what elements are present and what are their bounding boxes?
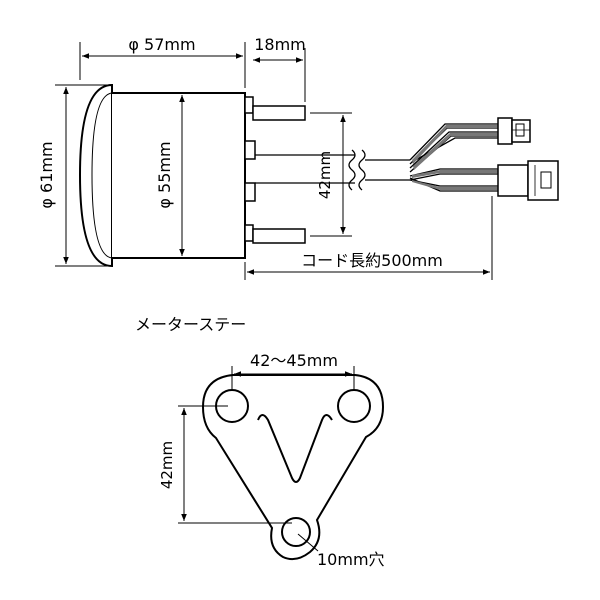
wire-shading [412,125,498,190]
gauge-body [112,92,246,259]
width-label: φ 57mm [128,35,195,54]
bracket-hole-bottom [281,517,311,547]
cord-length-label: コード長約500mm [301,251,443,270]
bracket-outline [201,374,385,561]
bracket-height-label: 42mm [158,441,176,489]
rear-terminal-1 [244,96,254,114]
mounting-stud-bottom [252,228,306,244]
connector-lower [497,160,559,201]
gauge-bezel-inner [91,92,113,259]
dim-stud-spacing: 42mm [310,112,352,237]
hole-callout: 10mm穴 [297,533,385,569]
bracket-view: メーターステー 42～45mm 42mm 10mm穴 [135,315,385,569]
gauge-bezel [78,83,113,268]
dim-bracket-height: 42mm [158,405,292,524]
mounting-stud-top [252,105,306,121]
body-diameter-label: φ 55mm [155,141,174,208]
dim-outer-diameter: φ 61mm [37,84,108,267]
dim-width: φ 57mm [79,35,246,88]
connector-upper [497,117,531,145]
dim-hole-spacing: 42～45mm [231,351,355,390]
bracket-v-cut [257,414,333,483]
rear-terminal-2 [244,140,256,160]
bracket-title: メーターステー [135,315,246,334]
stud-spacing-label: 42mm [316,151,334,199]
outer-diameter-label: φ 61mm [37,141,56,208]
depth-label: 18mm [254,35,306,54]
hole-label: 10mm穴 [317,550,385,569]
dim-depth: 18mm [253,35,306,102]
hole-spacing-label: 42～45mm [250,351,338,370]
bracket-hole-right [337,389,371,423]
gauge-side-view: φ 57mm 18mm φ 61mm φ 55mm 42mm [37,35,559,280]
rear-terminal-4 [244,224,254,242]
dim-body-diameter: φ 55mm [155,95,185,256]
dim-cord-length: コード長約500mm [244,196,493,280]
rear-terminal-3 [244,182,256,202]
